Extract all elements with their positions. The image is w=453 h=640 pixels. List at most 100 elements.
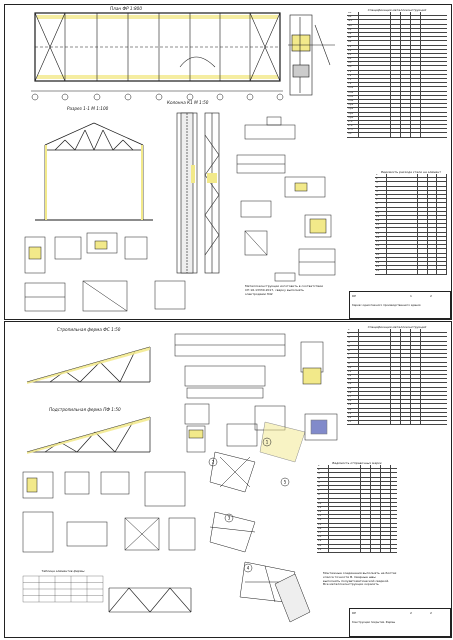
table-row: 13 — [375, 224, 447, 229]
table-cell — [329, 498, 361, 502]
table-cell — [418, 186, 428, 190]
table-cell — [329, 515, 361, 519]
table-cell — [401, 349, 411, 354]
table-cell — [418, 190, 428, 194]
table-cell: 14 — [347, 383, 359, 387]
table-cell — [437, 194, 447, 199]
table-cell — [381, 477, 391, 481]
table-cell — [411, 383, 421, 387]
table-cell — [391, 125, 401, 129]
table-cell — [387, 270, 418, 274]
table-cell: Пл4 — [347, 99, 359, 104]
table-cell: 5 — [317, 481, 329, 485]
table-row: 19 — [375, 249, 447, 254]
table-row: 10 — [347, 366, 447, 371]
table-cell — [391, 58, 401, 62]
table-cell — [361, 465, 371, 469]
table-cell — [411, 53, 421, 58]
table-cell — [418, 194, 428, 199]
table-cell — [411, 133, 421, 137]
table-cell: 14 — [317, 519, 329, 523]
stamp-code: КР — [352, 294, 356, 298]
table-cell — [381, 498, 391, 502]
table-cell — [401, 421, 411, 425]
table-cell — [381, 548, 391, 552]
table-row: 7 — [347, 354, 447, 359]
table-cell — [391, 412, 401, 416]
table-row: Пр4 — [347, 116, 447, 121]
table-cell — [411, 379, 421, 383]
table-cell — [359, 58, 391, 62]
table-cell: 13 — [375, 224, 387, 228]
table-cell — [391, 37, 401, 41]
table-cell — [401, 416, 411, 421]
table-cell — [371, 490, 381, 494]
table-cell — [359, 358, 391, 362]
table-cell — [329, 511, 361, 515]
table-cell — [411, 62, 421, 66]
table-row: 13 — [347, 379, 447, 384]
table-cell: 23 — [375, 266, 387, 270]
table-cell — [391, 375, 401, 379]
table-row: Р4 — [347, 58, 447, 63]
table-cell — [401, 120, 411, 125]
table-cell — [387, 203, 418, 207]
table-cell — [359, 12, 391, 16]
table-cell — [387, 224, 418, 228]
table-cell — [411, 362, 421, 366]
table-row: 21 — [375, 257, 447, 262]
table-cell: 7 — [317, 490, 329, 494]
table-cell — [401, 329, 411, 333]
node-label: 3 — [228, 516, 231, 521]
table-cell: 19 — [347, 404, 359, 408]
table-cell — [371, 498, 381, 502]
table-row: Р2 — [347, 49, 447, 54]
table-cell — [391, 366, 401, 370]
table-cell: Т2 — [347, 74, 359, 78]
table-cell — [361, 490, 371, 494]
table-cell: 20 — [317, 544, 329, 548]
table-row: Пл1 — [347, 87, 447, 92]
table-cell — [387, 186, 418, 190]
table-cell — [391, 337, 401, 341]
table-cell — [418, 182, 428, 186]
table-cell — [391, 404, 401, 408]
sheet2-notes: Монтажные соединения выполнять на болтах… — [323, 571, 397, 587]
table-cell — [371, 548, 381, 552]
table-cell — [359, 104, 391, 108]
table-cell — [359, 416, 391, 421]
table-cell — [371, 544, 381, 548]
table-cell: Пр4 — [347, 116, 359, 120]
table-cell — [329, 469, 361, 473]
section-title: Разрез 1-1 М 1:100 — [67, 106, 109, 111]
table-cell — [391, 354, 401, 358]
table-cell — [391, 116, 401, 120]
table-cell: 24 — [375, 270, 387, 274]
table-row: 22 — [347, 416, 447, 422]
spec-table-title: Спецификация металлоконструкций — [367, 8, 427, 12]
table-row: 5 — [347, 345, 447, 350]
table-row: 1 — [317, 465, 397, 470]
table-cell — [381, 473, 391, 477]
table-cell — [428, 194, 438, 199]
table-cell: 21 — [347, 412, 359, 416]
table-row: 3 — [375, 182, 447, 187]
table-cell — [391, 41, 401, 45]
table-cell: 13 — [347, 379, 359, 383]
table-cell — [428, 253, 438, 257]
table-cell — [329, 523, 361, 527]
table-row: 8 — [347, 358, 447, 363]
truss2-title: Подстропильная ферма ПФ 1:50 — [49, 407, 121, 412]
table-row: 6 — [375, 194, 447, 200]
table-cell — [381, 506, 391, 511]
table-cell: Уг2 — [347, 125, 359, 129]
table-row: 15 — [317, 523, 397, 528]
table-cell — [401, 32, 411, 37]
table-cell — [361, 536, 371, 540]
table-cell — [371, 494, 381, 498]
table-row: 4 — [317, 477, 397, 482]
table-cell — [359, 396, 391, 400]
table-row: 18 — [347, 400, 447, 405]
table-cell — [361, 523, 371, 527]
table-cell — [387, 199, 418, 203]
